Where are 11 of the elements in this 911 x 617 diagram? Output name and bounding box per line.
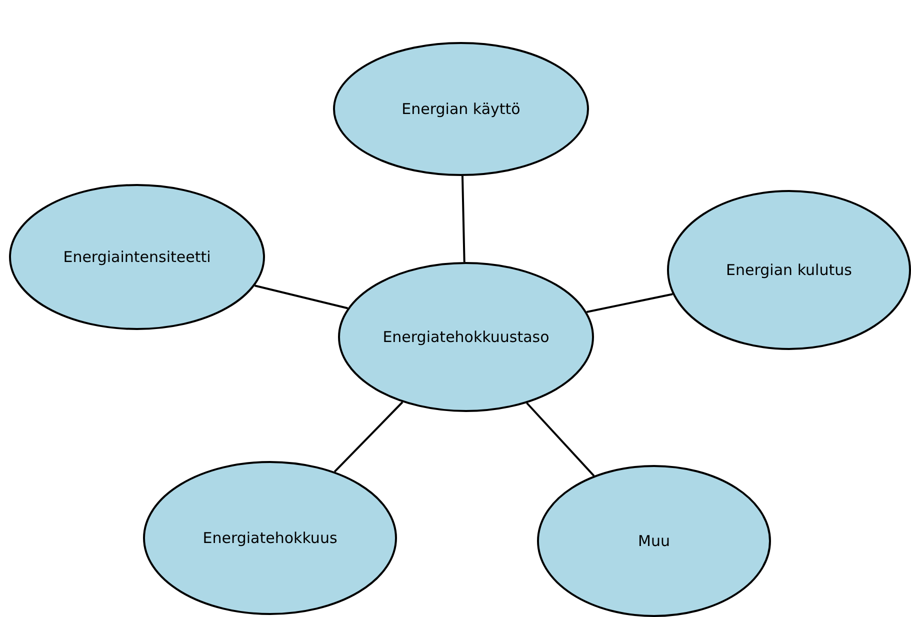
connector-line [254,284,348,310]
node-label: Energiatehokkuustaso [382,328,550,346]
connector-line [461,176,466,262]
node-label: Energian käyttö [402,100,520,118]
connector-line [334,401,404,472]
node-label: Energian kulutus [726,261,852,279]
node-label: Energiatehokkuus [202,529,338,547]
connector-line [526,402,595,476]
connector-line [586,293,673,313]
node-label: Energiaintensiteetti [63,248,211,266]
node-label: Muu [638,532,670,550]
